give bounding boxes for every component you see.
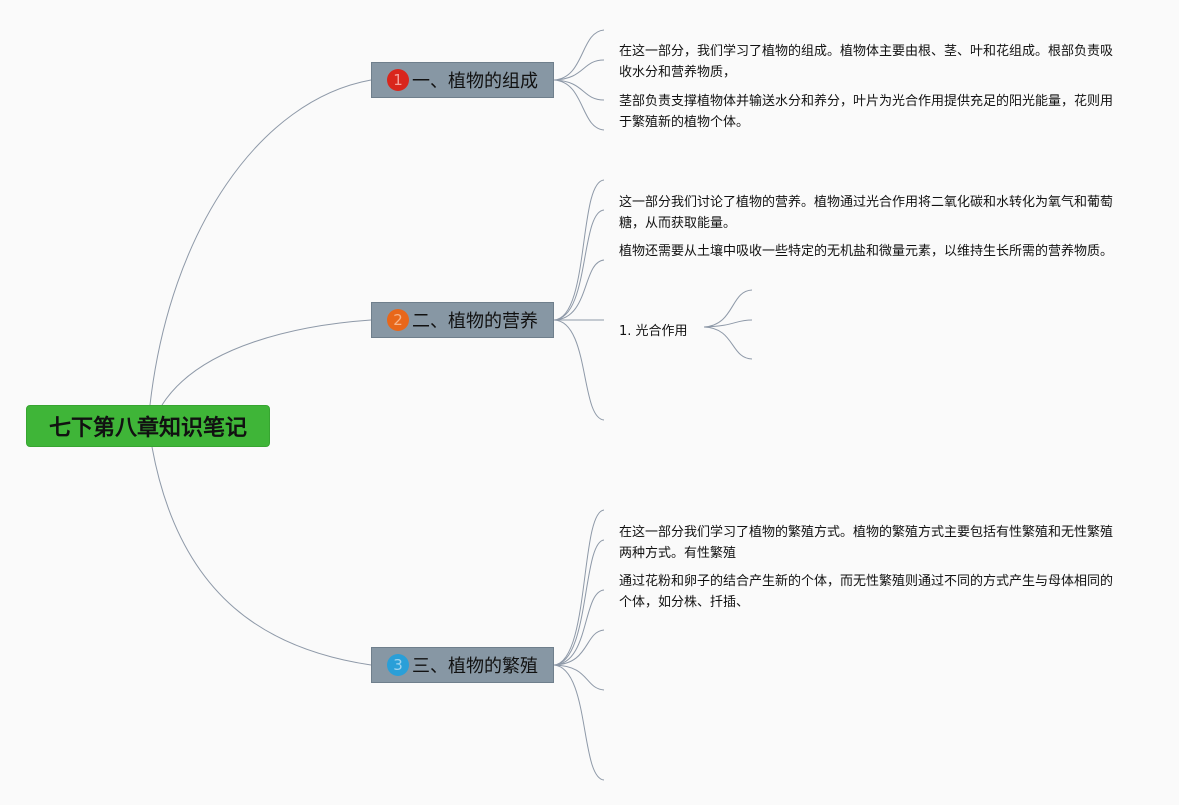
fan-branch-1 — [553, 29, 605, 131]
link-root-branch-3 — [151, 446, 372, 666]
note-text[interactable]: 茎部负责支撑植物体并输送水分和养分，叶片为光合作用提供充足的阳光能量，花则用于繁… — [619, 94, 1114, 130]
root-title: 七下第八章知识笔记 — [48, 416, 247, 441]
number-badge-icon: 1 — [387, 69, 409, 91]
note-text[interactable]: 通过花粉和卵子的结合产生新的个体，而无性繁殖则通过不同的方式产生与母体相同的个体… — [619, 574, 1114, 610]
fan-sub-topic — [703, 289, 753, 360]
root-topic[interactable]: 七下第八章知识笔记 — [26, 405, 270, 447]
branch-topic-2[interactable]: 2 二、植物的营养 — [371, 302, 554, 338]
note-text[interactable]: 在这一部分我们学习了植物的繁殖方式。植物的繁殖方式主要包括有性繁殖和无性繁殖两种… — [619, 525, 1114, 561]
branch-topic-1[interactable]: 1 一、植物的组成 — [371, 62, 554, 98]
link-root-branch-2 — [161, 319, 372, 406]
note-text[interactable]: 植物还需要从土壤中吸收一些特定的无机盐和微量元素，以维持生长所需的营养物质。 — [619, 244, 1114, 259]
link-root-branch-1 — [149, 79, 372, 406]
number-badge-icon: 2 — [387, 309, 409, 331]
branch-label: 三、植物的繁殖 — [412, 656, 538, 677]
branch-label: 二、植物的营养 — [412, 311, 538, 332]
note-text[interactable]: 这一部分我们讨论了植物的营养。植物通过光合作用将二氧化碳和水转化为氧气和葡萄糖，… — [619, 195, 1114, 231]
branch-label: 一、植物的组成 — [412, 71, 538, 92]
note-text[interactable]: 在这一部分，我们学习了植物的组成。植物体主要由根、茎、叶和花组成。根部负责吸收水… — [619, 44, 1114, 80]
branch-topic-3[interactable]: 3 三、植物的繁殖 — [371, 647, 554, 683]
fan-branch-2 — [553, 179, 605, 421]
sub-topic[interactable]: 1. 光合作用 — [619, 324, 688, 339]
fan-branch-3 — [553, 509, 605, 781]
number-badge-icon: 3 — [387, 654, 409, 676]
